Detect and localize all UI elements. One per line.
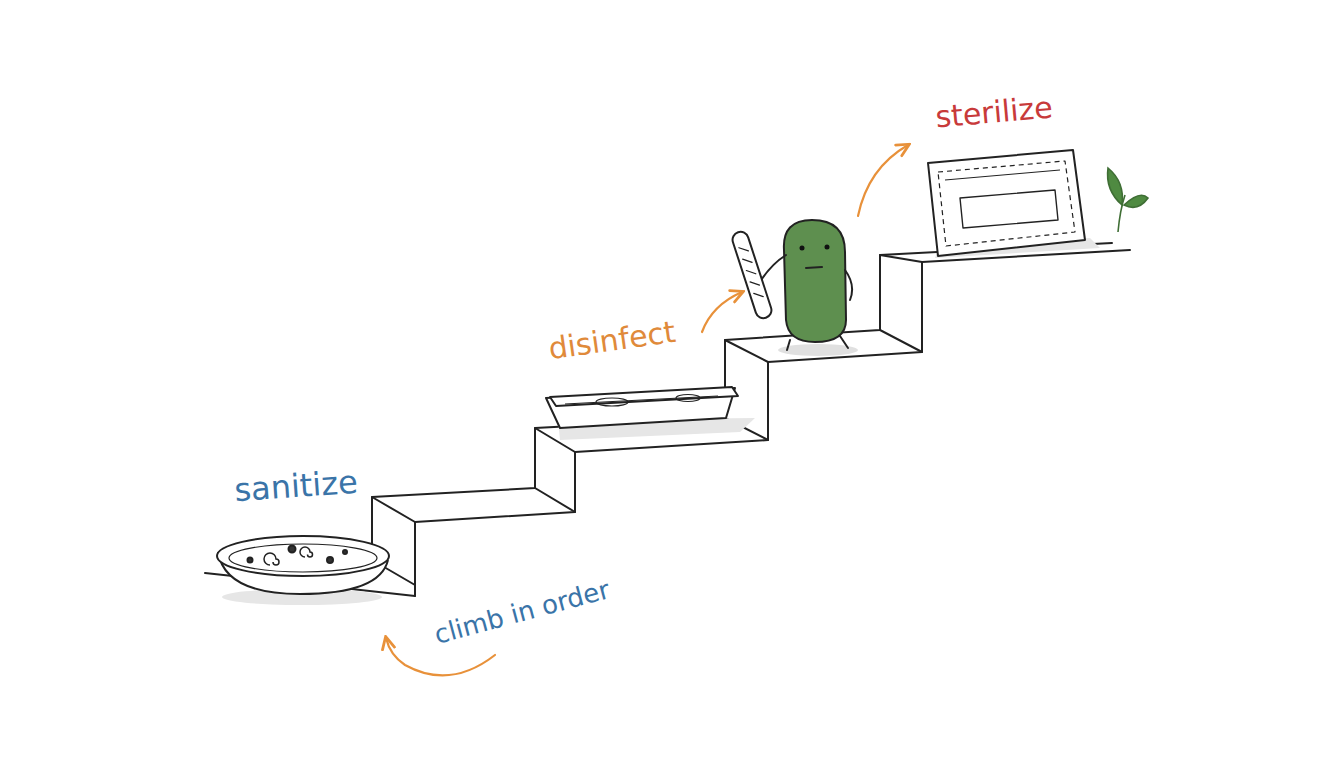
pouch-seal [938, 161, 1075, 246]
leaf [1108, 168, 1123, 205]
pouch-line [945, 170, 1060, 180]
character-eye [825, 245, 830, 250]
step-label: disinfect [546, 314, 677, 366]
germ-dot [327, 557, 333, 563]
arrows [386, 145, 908, 675]
step-label: sterilize [934, 89, 1054, 134]
tube-markings [739, 245, 763, 299]
stair-front-edge [415, 250, 1130, 596]
tray-inner [565, 396, 718, 404]
character [730, 220, 858, 356]
character-eye [800, 246, 805, 251]
bowl [217, 536, 389, 605]
step-label-holder: disinfect [546, 314, 677, 366]
tube-body [730, 230, 773, 321]
character-arms [758, 255, 852, 300]
pouch-outline [928, 150, 1085, 256]
germ-dot [248, 558, 253, 563]
test-tube [730, 230, 773, 321]
leaf [1124, 195, 1148, 207]
step-label-holder: sanitize [233, 463, 359, 510]
pouch [928, 150, 1100, 258]
tray [546, 387, 755, 440]
germ-swirl [264, 553, 279, 565]
germ-dot [343, 550, 347, 554]
bowl-rim [217, 536, 389, 576]
note-label: climb in order [431, 574, 613, 650]
bowl-inner [229, 544, 377, 572]
tray-liquid [596, 398, 628, 406]
stair-back-edge [372, 243, 1112, 560]
germ-dot [289, 546, 296, 553]
tray-rim [550, 387, 738, 406]
germ-swirl [300, 547, 313, 557]
character-body [784, 220, 846, 342]
leaf-sprig [1108, 168, 1148, 232]
orange-arrow [702, 292, 742, 332]
step-label-holder: climb in order [431, 574, 613, 650]
tray-liquid [676, 395, 700, 402]
orange-arrow [858, 145, 908, 216]
pouch-item [960, 190, 1058, 228]
step-label: sanitize [233, 463, 359, 510]
staircase [205, 243, 1130, 596]
step-label-holder: sterilize [934, 89, 1054, 134]
character-mouth [806, 267, 822, 268]
